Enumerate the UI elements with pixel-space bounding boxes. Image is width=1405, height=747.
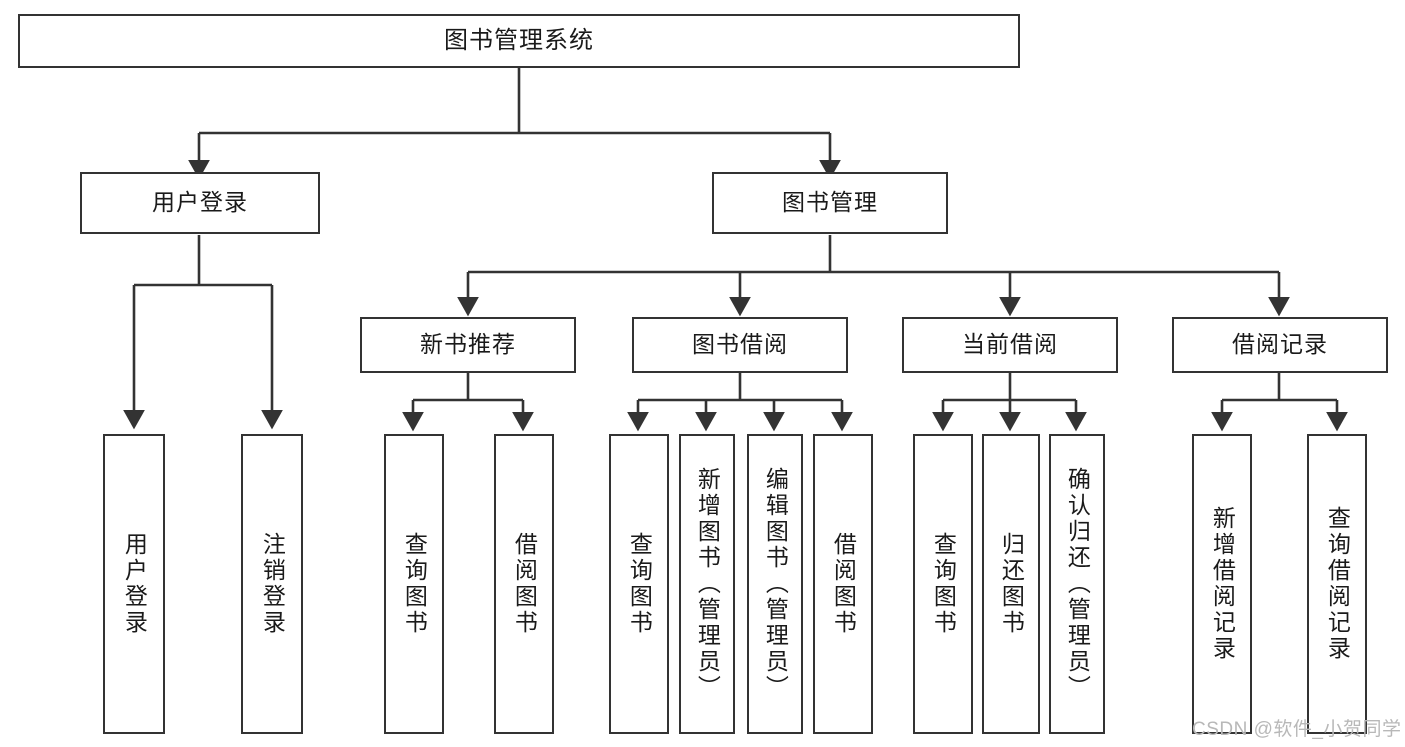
leaf-logout-login-label: 注销登录 xyxy=(259,532,286,636)
node-book-borrow[interactable]: 图书借阅 xyxy=(632,317,848,373)
node-current-borrow-label: 当前借阅 xyxy=(962,331,1058,358)
leaf-query-book-1-label: 查询图书 xyxy=(401,532,428,636)
node-borrow-record-label: 借阅记录 xyxy=(1232,331,1328,358)
node-book-borrow-label: 图书借阅 xyxy=(692,331,788,358)
node-user-login-label: 用户登录 xyxy=(152,189,248,216)
leaf-query-book-2[interactable]: 查询图书 xyxy=(609,434,669,734)
leaf-query-record-label: 查询借阅记录 xyxy=(1324,506,1351,662)
leaf-confirm-return-label: 确认归还（管理员） xyxy=(1064,467,1091,701)
leaf-borrow-book-2-label: 借阅图书 xyxy=(830,532,857,636)
node-root-label: 图书管理系统 xyxy=(444,26,594,54)
leaf-return-book[interactable]: 归还图书 xyxy=(982,434,1040,734)
leaf-add-record[interactable]: 新增借阅记录 xyxy=(1192,434,1252,734)
node-book-management[interactable]: 图书管理 xyxy=(712,172,948,234)
node-new-book-recommend[interactable]: 新书推荐 xyxy=(360,317,576,373)
leaf-confirm-return[interactable]: 确认归还（管理员） xyxy=(1049,434,1105,734)
leaf-query-book-2-label: 查询图书 xyxy=(626,532,653,636)
node-user-login[interactable]: 用户登录 xyxy=(80,172,320,234)
leaf-add-record-label: 新增借阅记录 xyxy=(1209,506,1236,662)
leaf-borrow-book-2[interactable]: 借阅图书 xyxy=(813,434,873,734)
leaf-edit-book-label: 编辑图书（管理员） xyxy=(762,467,789,701)
leaf-edit-book[interactable]: 编辑图书（管理员） xyxy=(747,434,803,734)
leaf-query-book-3[interactable]: 查询图书 xyxy=(913,434,973,734)
node-new-book-recommend-label: 新书推荐 xyxy=(420,331,516,358)
leaf-user-login[interactable]: 用户登录 xyxy=(103,434,165,734)
leaf-query-book-1[interactable]: 查询图书 xyxy=(384,434,444,734)
leaf-return-book-label: 归还图书 xyxy=(998,532,1025,636)
leaf-logout-login[interactable]: 注销登录 xyxy=(241,434,303,734)
node-root-system[interactable]: 图书管理系统 xyxy=(18,14,1020,68)
leaf-query-record[interactable]: 查询借阅记录 xyxy=(1307,434,1367,734)
leaf-query-book-3-label: 查询图书 xyxy=(930,532,957,636)
node-book-management-label: 图书管理 xyxy=(782,189,878,216)
leaf-borrow-book-1[interactable]: 借阅图书 xyxy=(494,434,554,734)
leaf-borrow-book-1-label: 借阅图书 xyxy=(511,532,538,636)
leaf-user-login-label: 用户登录 xyxy=(121,532,148,636)
node-current-borrow[interactable]: 当前借阅 xyxy=(902,317,1118,373)
leaf-add-book-label: 新增图书（管理员） xyxy=(694,467,721,701)
node-borrow-record[interactable]: 借阅记录 xyxy=(1172,317,1388,373)
leaf-add-book[interactable]: 新增图书（管理员） xyxy=(679,434,735,734)
